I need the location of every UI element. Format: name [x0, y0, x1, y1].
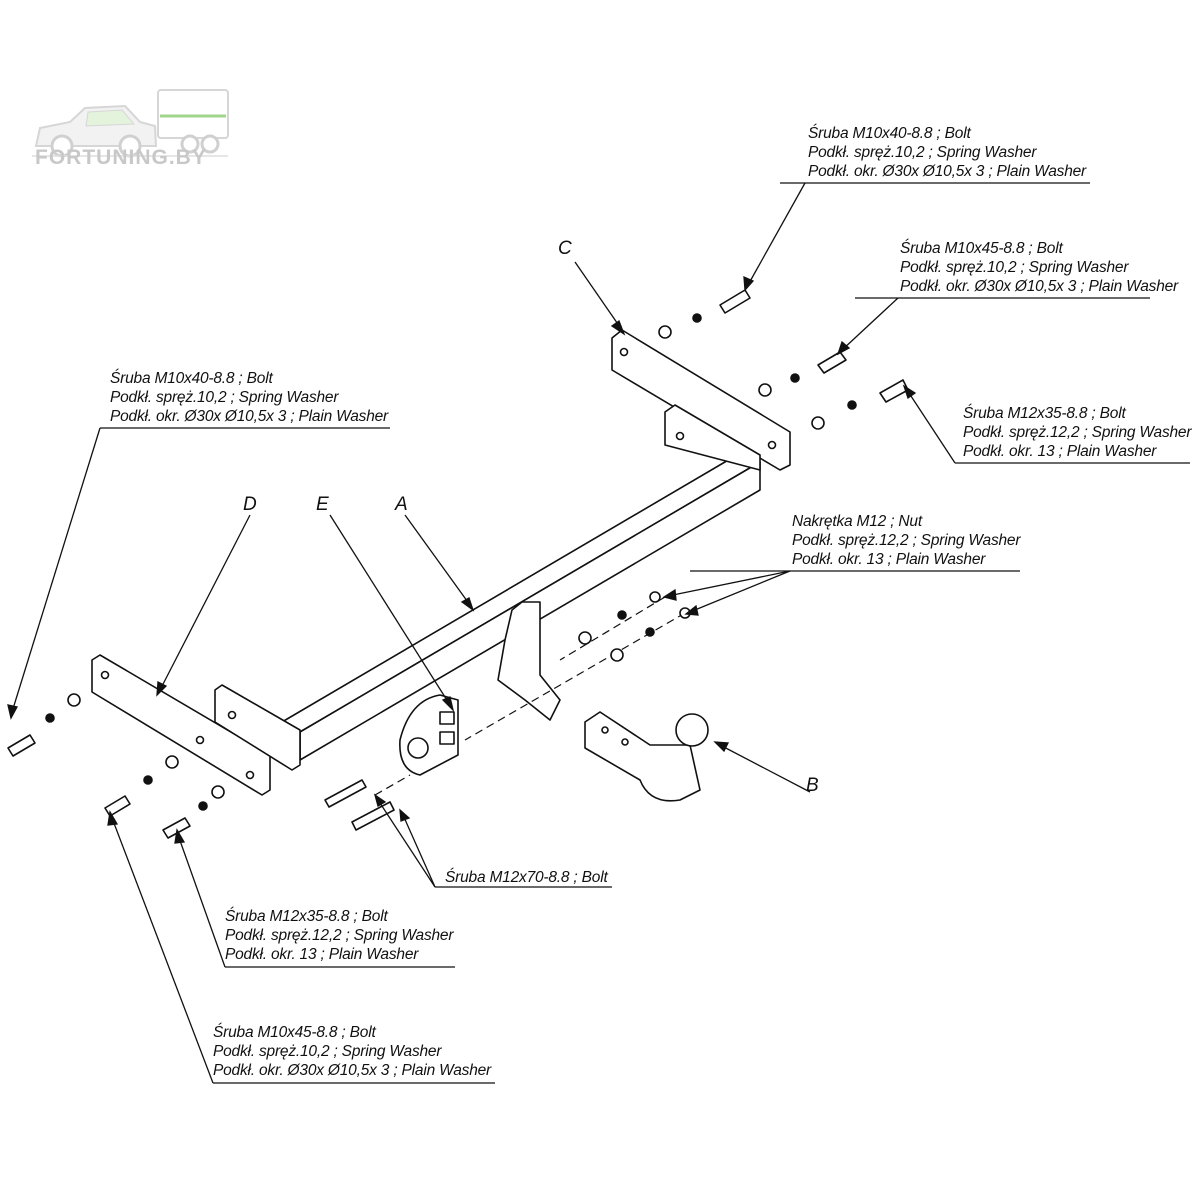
callout-line: Podkł. spręż.12,2 ; Spring Washer: [792, 532, 1021, 549]
callout-line: Podkł. spręż.10,2 ; Spring Washer: [808, 144, 1037, 161]
callout-line: Śruba M12x35-8.8 ; Bolt: [225, 908, 388, 925]
callout-line: Podkł. spręż.12,2 ; Spring Washer: [963, 424, 1192, 441]
fastener-stacks: [7, 289, 909, 839]
bracket-c: [611, 329, 791, 471]
callout-line: Podkł. okr. 13 ; Plain Washer: [963, 443, 1157, 460]
callout-bottom-bolt-m12x35: Śruba M12x35-8.8 ; Bolt Podkł. spręż.12,…: [225, 907, 454, 964]
callout-bolt-m12x70: Śruba M12x70-8.8 ; Bolt: [445, 868, 608, 887]
callout-line: Podkł. okr. 13 ; Plain Washer: [792, 551, 986, 568]
ball-hitch-b: [584, 711, 709, 802]
callout-nut-m12: Nakrętka M12 ; Nut Podkł. spręż.12,2 ; S…: [792, 512, 1021, 569]
callout-line: Nakrętka M12 ; Nut: [792, 513, 922, 530]
callout-line: Podkł. spręż.10,2 ; Spring Washer: [213, 1043, 442, 1060]
callout-bottom-bolt-m10x45: Śruba M10x45-8.8 ; Bolt Podkł. spręż.10,…: [213, 1023, 491, 1080]
callout-line: Podkł. okr. 13 ; Plain Washer: [225, 946, 419, 963]
callout-line: Podkł. spręż.10,2 ; Spring Washer: [110, 389, 339, 406]
callout-line: Śruba M10x45-8.8 ; Bolt: [900, 240, 1063, 257]
part-label-d: D: [243, 494, 257, 515]
bracket-d: [91, 654, 301, 796]
callout-line: Podkł. spręż.10,2 ; Spring Washer: [900, 259, 1129, 276]
drop-plate: [497, 601, 561, 721]
callout-line: Śruba M12x35-8.8 ; Bolt: [963, 405, 1126, 422]
part-label-b: B: [806, 775, 819, 796]
callout-line: Podkł. spręż.12,2 ; Spring Washer: [225, 927, 454, 944]
fortuning-logo-text: FORTUNING.BY: [35, 146, 207, 169]
callout-right-bolt-m12x35: Śruba M12x35-8.8 ; Bolt Podkł. spręż.12,…: [963, 404, 1192, 461]
part-label-a: A: [395, 494, 408, 515]
callout-right-bolt-m10x45: Śruba M10x45-8.8 ; Bolt Podkł. spręż.10,…: [900, 239, 1178, 296]
part-label-c: C: [558, 238, 572, 259]
part-label-e: E: [316, 494, 329, 515]
callout-top-bolt-m10x40: Śruba M10x40-8.8 ; Bolt Podkł. spręż.10,…: [808, 124, 1086, 181]
socket-plate-e: [399, 694, 459, 776]
callout-line: Podkł. okr. Ø30x Ø10,5x 3 ; Plain Washer: [900, 278, 1179, 295]
callout-line: Podkł. okr. Ø30x Ø10,5x 3 ; Plain Washer: [808, 163, 1087, 180]
callout-line: Podkł. okr. Ø30x Ø10,5x 3 ; Plain Washer: [213, 1062, 492, 1079]
callout-left-bolt-m10x40: Śruba M10x40-8.8 ; Bolt Podkł. spręż.10,…: [110, 369, 388, 426]
callout-line: Śruba M10x40-8.8 ; Bolt: [110, 370, 273, 387]
callout-line: Śruba M10x40-8.8 ; Bolt: [808, 125, 971, 142]
callout-line: Podkł. okr. Ø30x Ø10,5x 3 ; Plain Washer: [110, 408, 389, 425]
fortuning-logo: [32, 89, 229, 158]
callout-line: Śruba M10x45-8.8 ; Bolt: [213, 1024, 376, 1041]
callout-line: Śruba M12x70-8.8 ; Bolt: [445, 869, 608, 886]
